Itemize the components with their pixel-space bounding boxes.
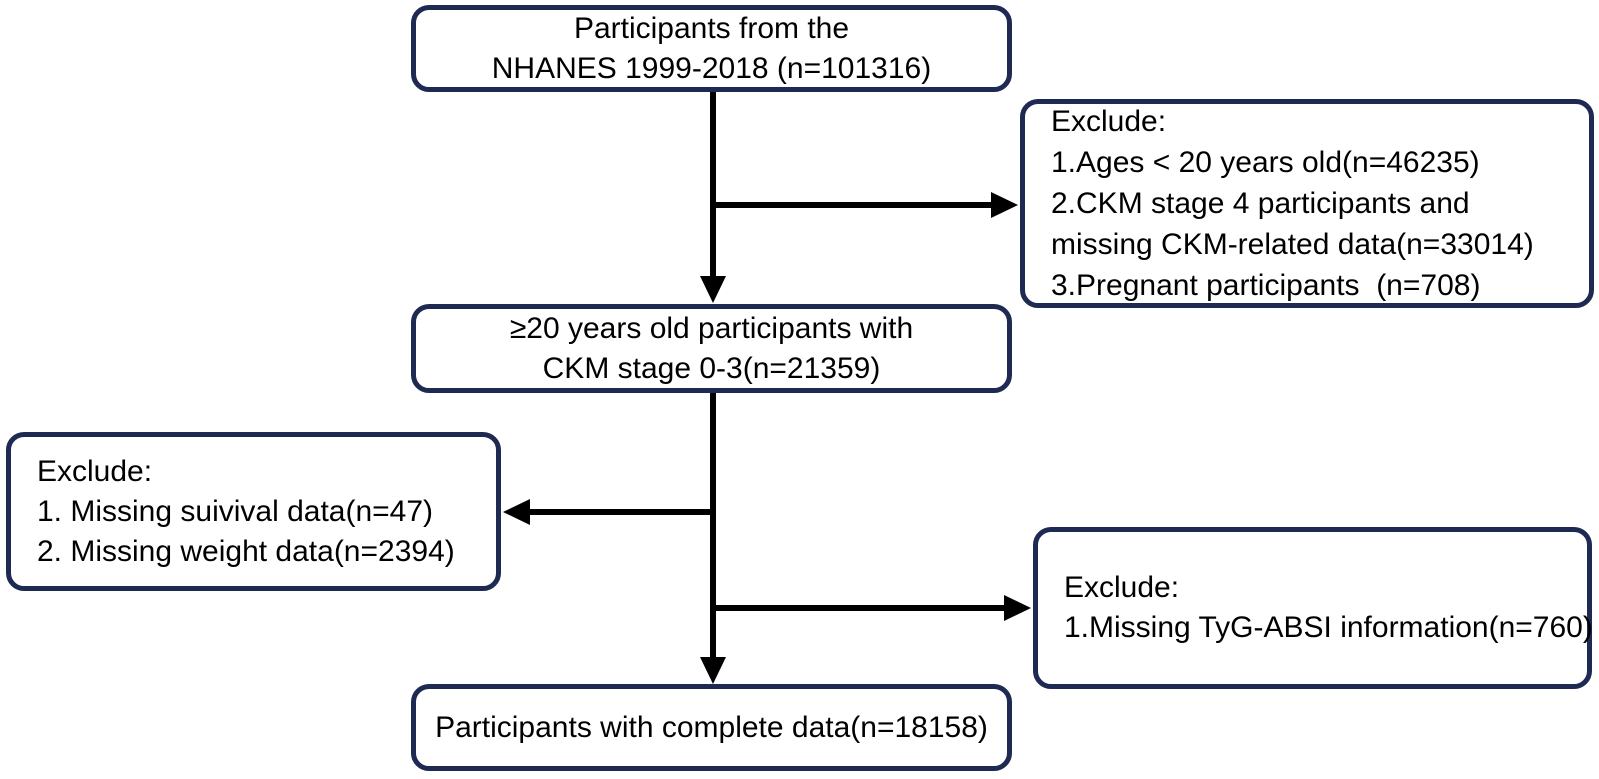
box-text-line: Exclude:	[1064, 571, 1180, 604]
box-final-sample: Participants with complete data(n=18158)	[411, 684, 1012, 771]
box-text-line: Participants from the	[573, 11, 850, 45]
box-text-line: 1. Missing suivival data(n=47)	[37, 494, 434, 528]
box-text-line: ≥20 years old participants with	[509, 311, 914, 345]
box-text-line: 2.CKM stage 4 participants and	[1051, 187, 1470, 220]
box-text-line: 1.Ages < 20 years old(n=46235)	[1051, 146, 1480, 179]
arrow-to-exclude-stage1	[710, 192, 1018, 218]
box-text-line: NHANES 1999-2018 (n=101316)	[491, 51, 932, 85]
arrow-to-exclude-tyg-absi	[710, 595, 1031, 621]
box-nhanes-total: Participants from the NHANES 1999-2018 (…	[411, 5, 1012, 92]
box-text-line: CKM stage 0-3(n=21359)	[542, 351, 881, 385]
arrow-nhanes-to-eligible	[700, 90, 726, 303]
box-text-line: 2. Missing weight data(n=2394)	[37, 534, 455, 568]
box-text-line: 3.Pregnant participants (n=708)	[1051, 269, 1481, 302]
box-text-line: missing CKM-related data(n=33014)	[1051, 228, 1534, 261]
box-text-line: Exclude:	[1051, 105, 1167, 138]
box-text-line: Exclude:	[37, 454, 153, 488]
box-eligible: ≥20 years old participants with CKM stag…	[411, 304, 1012, 393]
box-exclude-survival-weight: Exclude: 1. Missing suivival data(n=47) …	[6, 432, 501, 591]
box-text-line: 1.Missing TyG-ABSI information(n=760)	[1064, 611, 1593, 644]
box-exclude-tyg-absi: Exclude: 1.Missing TyG-ABSI information(…	[1033, 527, 1593, 689]
box-text-line: Participants with complete data(n=18158)	[435, 710, 988, 744]
arrow-to-exclude-survival-weight	[503, 499, 716, 525]
arrow-eligible-to-final	[700, 391, 726, 684]
box-exclude-stage1: Exclude: 1.Ages < 20 years old(n=46235) …	[1020, 99, 1594, 308]
